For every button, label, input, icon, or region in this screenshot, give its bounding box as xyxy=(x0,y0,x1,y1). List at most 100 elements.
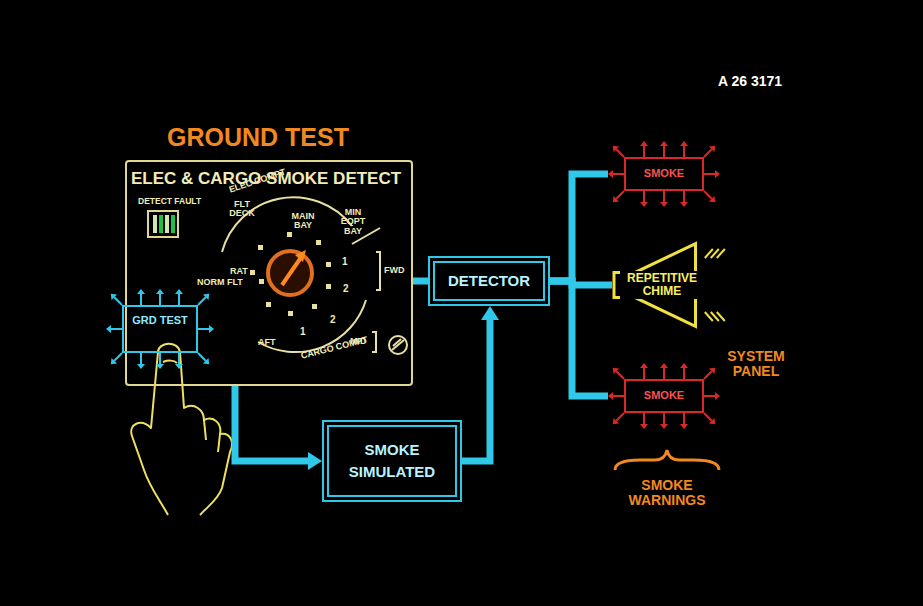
warning-lens: SMOKE xyxy=(624,379,704,413)
lamp-frame xyxy=(148,211,178,237)
spike-head xyxy=(715,170,720,178)
spike-line xyxy=(683,413,685,424)
spike-head xyxy=(137,289,145,294)
spike-head xyxy=(660,363,668,368)
spike-head xyxy=(709,418,715,424)
spike-head xyxy=(137,364,145,369)
dial-arcs xyxy=(222,197,407,354)
spike-head xyxy=(209,325,214,333)
spike-line xyxy=(663,368,665,379)
spike-line xyxy=(140,353,142,364)
selector-knob xyxy=(268,250,312,295)
dial-position-label: MAIN BAY xyxy=(288,212,318,231)
spike-line xyxy=(683,146,685,157)
screw-slot xyxy=(392,339,404,350)
dial-position-label: 2 xyxy=(330,315,336,326)
panel-title: ELEC & CARGO SMOKE DETECT xyxy=(127,162,411,188)
spike-line xyxy=(683,368,685,379)
elec-arc xyxy=(222,197,352,252)
warning-lens: SMOKE xyxy=(624,157,704,191)
screw xyxy=(389,336,407,354)
lamp-stripe xyxy=(153,215,157,233)
warning-text: SMOKE xyxy=(640,168,688,180)
spike-line xyxy=(178,353,180,364)
chime-speaker: REPETITIVE CHIME xyxy=(612,240,728,330)
lamp-stripe xyxy=(159,215,163,233)
dial-dots xyxy=(250,232,331,316)
annotation-label: SYSTEM PANEL xyxy=(718,349,794,378)
dial-position-label: FWD xyxy=(384,266,405,275)
dial-position-label: AFT xyxy=(258,338,276,347)
process-box: SMOKE SIMULATED xyxy=(322,420,462,502)
spike-head xyxy=(640,141,648,146)
figure-number: A 26 3171 xyxy=(718,74,782,89)
spike-line xyxy=(643,191,645,202)
spike-line xyxy=(704,149,712,157)
spike-line xyxy=(663,413,665,424)
spike-line xyxy=(704,173,715,175)
spike-line xyxy=(178,294,180,305)
spike-head xyxy=(156,289,164,294)
spike-head xyxy=(709,368,715,374)
dial-position-label: 1 xyxy=(342,257,348,268)
sound-line xyxy=(717,249,725,258)
spike-line xyxy=(159,294,161,305)
spike-head xyxy=(680,363,688,368)
spike-head xyxy=(660,202,668,207)
connector-line xyxy=(550,174,608,281)
spike-line xyxy=(198,328,209,330)
connector-line xyxy=(413,278,428,285)
dial-position-label: NORM FLT xyxy=(197,278,243,287)
spike-head xyxy=(608,392,613,400)
spike-head xyxy=(660,141,668,146)
spike-line xyxy=(704,371,712,379)
process-box: DETECTOR xyxy=(428,256,550,306)
spike-line xyxy=(198,353,206,361)
spike-line xyxy=(683,191,685,202)
chime-text: REPETITIVE CHIME xyxy=(620,271,704,298)
spike-line xyxy=(613,173,624,175)
button-label: GRD TEST xyxy=(132,315,188,327)
lamp-stripe xyxy=(165,215,169,233)
spike-head xyxy=(680,202,688,207)
spike-head xyxy=(715,392,720,400)
spike-head xyxy=(106,325,111,333)
dial-position-label: RAT xyxy=(230,267,248,276)
spike-head xyxy=(203,358,209,364)
test-button: GRD TEST xyxy=(106,286,214,372)
fault-indicator: DETECT FAULT xyxy=(138,197,201,253)
spike-head xyxy=(156,364,164,369)
spike-head xyxy=(175,289,183,294)
fwd-bracket xyxy=(376,252,380,290)
spike-line xyxy=(616,149,624,157)
spike-line xyxy=(663,146,665,157)
mid-bracket xyxy=(372,332,376,352)
brace xyxy=(615,450,719,470)
dial-position-label: MIN EQPT BAY xyxy=(338,208,368,236)
spike-line xyxy=(704,413,712,421)
connector xyxy=(235,386,322,470)
spike-head xyxy=(660,424,668,429)
spike-head xyxy=(608,170,613,178)
spike-head xyxy=(111,358,117,364)
smoke-warning-light: SMOKE xyxy=(608,138,720,210)
spike-line xyxy=(616,413,624,421)
arrow-head xyxy=(481,306,499,320)
dial-position-label: 2 xyxy=(343,284,349,295)
spike-line xyxy=(140,294,142,305)
dial-position-label: FLT DECK xyxy=(226,200,258,219)
connector xyxy=(550,174,608,281)
connector xyxy=(462,306,499,461)
arrow-head xyxy=(308,452,322,470)
connector xyxy=(413,281,428,282)
spike-line xyxy=(704,191,712,199)
diagram-title: GROUND TEST xyxy=(167,124,923,150)
button-face: GRD TEST xyxy=(122,305,198,353)
spike-line xyxy=(643,413,645,424)
dial-position-label: 1 xyxy=(300,327,306,338)
lamp-stripe xyxy=(171,215,175,233)
spike-line xyxy=(159,353,161,364)
spike-line xyxy=(114,353,122,361)
spike-head xyxy=(613,418,619,424)
warning-text: SMOKE xyxy=(640,390,688,402)
